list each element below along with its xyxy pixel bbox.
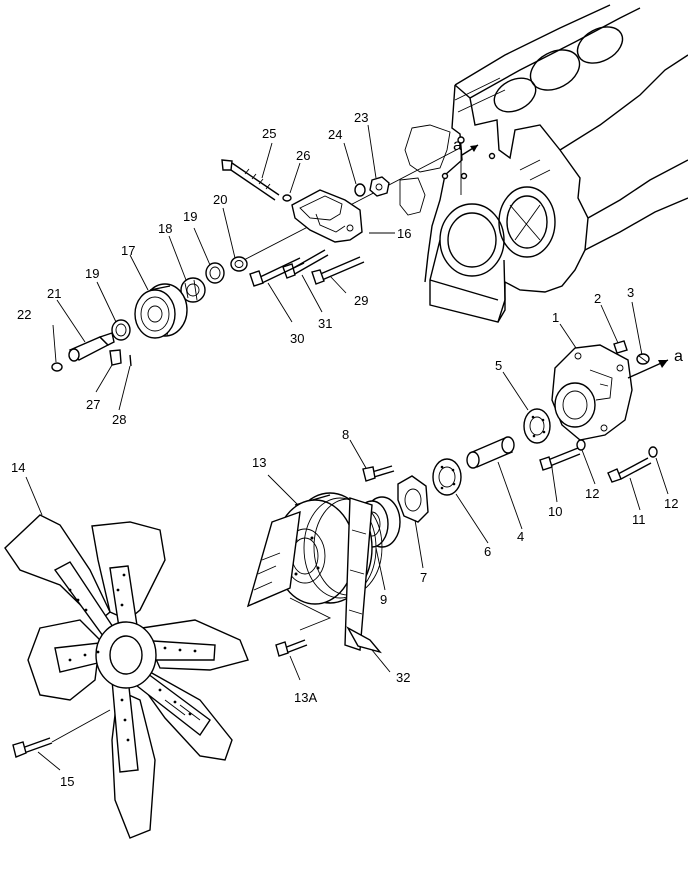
- bolt-25: [221, 159, 280, 201]
- callout-14: 14: [11, 460, 25, 475]
- shaft-4: [466, 436, 515, 469]
- grease-fitting-22: [51, 362, 63, 372]
- pin-28: [129, 354, 132, 367]
- callout-31: 31: [318, 316, 332, 331]
- bearing-5: [523, 408, 551, 444]
- callout-6: 6: [484, 544, 491, 559]
- fan-bracket-1: [551, 344, 633, 441]
- callout-3: 3: [627, 285, 634, 300]
- lock-plate-27: [109, 349, 122, 366]
- callout-19-upper: 19: [183, 209, 197, 224]
- callout-24: 24: [328, 127, 342, 142]
- bearing-6: [432, 458, 462, 496]
- bearing-19-upper: [205, 262, 225, 284]
- washer-12-right: [648, 446, 658, 458]
- bolt-15: [12, 737, 53, 758]
- callout-labels: 1 2 3 4 5 6 7 8 9 10 11 12 12 13 13A 14 …: [11, 110, 683, 789]
- reference-arrow-a-housing: [627, 359, 669, 379]
- callout-8: 8: [342, 427, 349, 442]
- callout-21: 21: [47, 286, 61, 301]
- callout-18: 18: [158, 221, 172, 236]
- shaft-21: [68, 332, 115, 362]
- retainer-7: [397, 475, 429, 523]
- spacer-18: [180, 277, 206, 303]
- callout-4: 4: [517, 529, 524, 544]
- callout-22: 22: [17, 307, 31, 322]
- callout-2: 2: [594, 291, 601, 306]
- callout-26: 26: [296, 148, 310, 163]
- plug-2: [613, 340, 628, 354]
- belt-guide-line: [289, 597, 332, 631]
- bolt-30: [249, 257, 305, 287]
- bolt-8: [362, 465, 395, 482]
- callout-1: 1: [552, 310, 559, 325]
- callout-5: 5: [495, 358, 502, 373]
- bolt-13a: [275, 639, 308, 657]
- bolt-11: [607, 457, 652, 483]
- callout-12-left: 12: [585, 486, 599, 501]
- bearing-19-lower: [111, 319, 131, 341]
- callout-12-right: 12: [664, 496, 678, 511]
- reference-mark-a-engine: a: [453, 137, 462, 154]
- reference-mark-a-housing: a: [674, 348, 683, 365]
- callout-10: 10: [548, 504, 562, 519]
- washer-12-left: [576, 439, 586, 451]
- callout-15: 15: [60, 774, 74, 789]
- washer-24: [354, 183, 366, 197]
- belt-32: [346, 626, 382, 654]
- bolt-10: [539, 447, 581, 471]
- idler-pulley-17: [134, 283, 188, 339]
- callout-28: 28: [112, 412, 126, 427]
- bracket-16: [291, 189, 363, 243]
- callout-25: 25: [262, 126, 276, 141]
- callout-30: 30: [290, 331, 304, 346]
- callout-11: 11: [632, 512, 646, 527]
- leader-lines: [25, 124, 669, 771]
- callout-19-lower: 19: [85, 266, 99, 281]
- callout-9: 9: [380, 592, 387, 607]
- callout-29: 29: [354, 293, 368, 308]
- callout-13a: 13A: [294, 690, 317, 705]
- callout-23: 23: [354, 110, 368, 125]
- callout-13: 13: [252, 455, 266, 470]
- reference-arrow-a-engine: [461, 144, 479, 156]
- reference-line-a: [239, 147, 461, 263]
- nut-23: [369, 176, 390, 197]
- callout-27: 27: [86, 397, 100, 412]
- callout-32: 32: [396, 670, 410, 685]
- washer-26: [282, 194, 292, 202]
- callout-17: 17: [121, 243, 135, 258]
- washer-20: [230, 256, 248, 272]
- grease-fitting-3: [636, 353, 650, 365]
- fan-bolt-line: [51, 709, 111, 743]
- callout-7: 7: [420, 570, 427, 585]
- callout-16: 16: [397, 226, 411, 241]
- fan-14: [4, 514, 249, 839]
- callout-20: 20: [213, 192, 227, 207]
- bolt-29: [311, 256, 365, 285]
- fan-pulley-13: [246, 492, 383, 651]
- engine-block: [399, 4, 688, 323]
